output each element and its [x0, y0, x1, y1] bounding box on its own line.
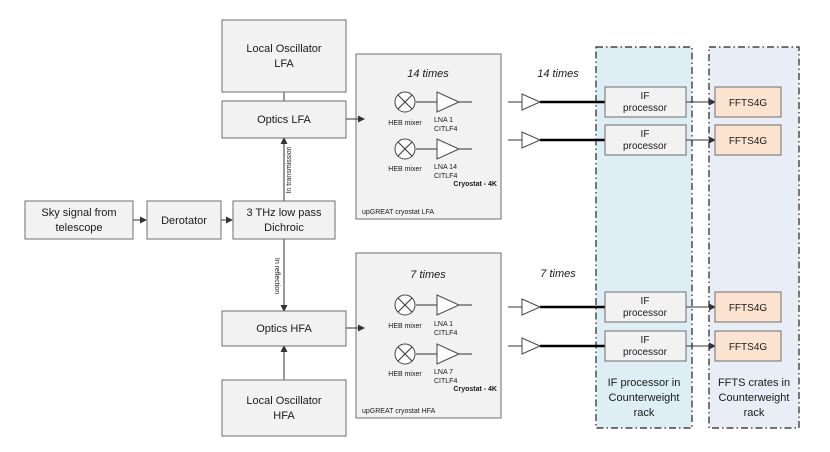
sky-signal-line-1: Sky signal from [41, 207, 116, 219]
heb-mixer-icon [394, 294, 416, 316]
ffts-box-3-label: FFTS4G [729, 303, 768, 314]
heb-mixer-icon [394, 138, 416, 160]
optics-lfa-box: Optics LFA [221, 100, 347, 139]
if-rack-caption: IF processor in Counterweight rack [608, 377, 681, 419]
lna-icon [436, 138, 461, 160]
dichroic-box: 3 THz low pass Dichroic [232, 200, 336, 240]
if-box-1-line-2: processor [623, 103, 668, 114]
derotator-box: Derotator [146, 200, 222, 240]
if-processor-box: IF processor [604, 124, 687, 156]
ffts-box-4-label: FFTS4G [729, 342, 768, 353]
hfa-lna-1-line-2: CITLF4 [434, 330, 457, 337]
dichroic-line-1: 3 THz low pass [247, 207, 322, 219]
cryostat-lfa: 14 times HEB mixer LNA 1 CITLF4 HEB mixe… [362, 68, 497, 216]
if-rack-line-3: rack [634, 407, 655, 419]
hfa-lna-1-line-1: LNA 1 [434, 321, 453, 328]
cryostat-lfa-panel [355, 53, 502, 220]
lo-hfa-line-2: HFA [273, 410, 295, 422]
lo-lfa-line-1: Local Oscillator [246, 43, 322, 55]
lfa-chain-repeat: 14 times [537, 68, 579, 80]
ffts-box: FFTS4G [714, 86, 782, 118]
if-processor-box: IF processor [604, 86, 687, 118]
if-box-2-line-2: processor [623, 141, 668, 152]
lo-hfa-line-1: Local Oscillator [246, 395, 322, 407]
hfa-mixer-2-label: HEB mixer [388, 371, 422, 378]
ffts-box: FFTS4G [714, 291, 782, 323]
reflection-label: In reflection [273, 258, 280, 294]
hfa-repeat-label: 7 times [410, 269, 446, 281]
lfa-lna-2-line-1: LNA 14 [434, 164, 457, 171]
lfa-lna-1-line-2: CITLF4 [434, 126, 457, 133]
hfa-chain-repeat: 7 times [540, 268, 576, 280]
hfa-cryostat-temp: Cryostat - 4K [453, 386, 497, 393]
lfa-cryostat-name: upGREAT cryostat LFA [362, 209, 434, 216]
heb-mixer-icon [394, 91, 416, 113]
connection-wires [133, 92, 716, 380]
ffts-rack-line-1: FFTS crates in [718, 377, 790, 389]
if-box-4-line-1: IF [641, 335, 650, 346]
hfa-mixer-1-label: HEB mixer [388, 323, 422, 330]
derotator-label: Derotator [161, 215, 207, 227]
lo-lfa-box: Local Oscillator LFA [221, 19, 347, 93]
sky-signal-line-2: telescope [55, 222, 102, 234]
if-box-3-line-2: processor [623, 308, 668, 319]
lna-icon [436, 343, 461, 365]
transmission-label: In transmission [286, 146, 293, 193]
warm-amplifiers [521, 93, 542, 355]
hfa-cryostat-name: upGREAT cryostat HFA [362, 408, 436, 415]
optics-hfa-label: Optics HFA [256, 323, 312, 335]
hfa-lna-2-line-1: LNA 7 [434, 369, 453, 376]
lna-icon [436, 294, 461, 316]
lfa-lna-1-line-1: LNA 1 [434, 117, 453, 124]
if-box-3-line-1: IF [641, 296, 650, 307]
if-rack-line-2: Counterweight [609, 392, 680, 404]
ffts-rack-line-3: rack [744, 407, 765, 419]
ffts-rack-line-2: Counterweight [719, 392, 790, 404]
if-box-1-line-1: IF [641, 91, 650, 102]
ffts-box-2-label: FFTS4G [729, 136, 768, 147]
if-rack-line-1: IF processor in [608, 377, 681, 389]
optics-lfa-label: Optics LFA [257, 114, 311, 126]
optics-hfa-box: Optics HFA [221, 310, 347, 347]
if-box-2-line-1: IF [641, 129, 650, 140]
if-processor-box: IF processor [604, 330, 687, 362]
if-cables [540, 100, 605, 348]
lna-icon [436, 91, 461, 113]
cryostat-hfa: 7 times HEB mixer LNA 1 CITLF4 HEB mixer… [362, 269, 497, 415]
lfa-cryostat-temp: Cryostat - 4K [453, 181, 497, 188]
lfa-mixer-2-label: HEB mixer [388, 166, 422, 173]
lfa-lna-2-line-2: CITLF4 [434, 173, 457, 180]
if-processor-box: IF processor [604, 291, 687, 323]
ffts-box-1-label: FFTS4G [729, 98, 768, 109]
ffts-rack-caption: FFTS crates in Counterweight rack [718, 377, 790, 419]
lfa-repeat-label: 14 times [407, 68, 449, 80]
dichroic-line-2: Dichroic [264, 222, 304, 234]
hfa-lna-2-line-2: CITLF4 [434, 378, 457, 385]
ffts-box: FFTS4G [714, 124, 782, 156]
lo-hfa-box: Local Oscillator HFA [221, 379, 347, 437]
ffts-box: FFTS4G [714, 330, 782, 362]
lo-lfa-line-2: LFA [274, 58, 294, 70]
heb-mixer-icon [394, 343, 416, 365]
lfa-mixer-1-label: HEB mixer [388, 120, 422, 127]
cryostat-hfa-panel [355, 252, 502, 419]
if-box-4-line-2: processor [623, 347, 668, 358]
sky-signal-box: Sky signal from telescope [24, 200, 134, 240]
